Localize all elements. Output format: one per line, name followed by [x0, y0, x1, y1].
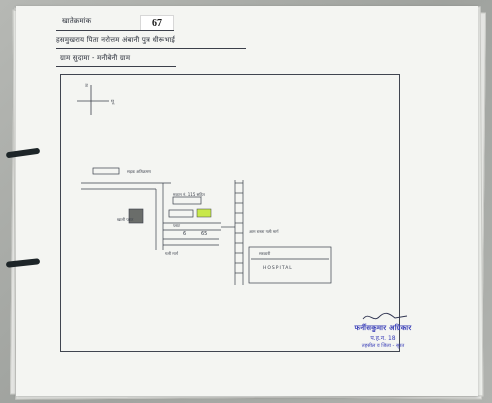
vacant-label: खाली प्लाट	[117, 217, 134, 222]
plot-cluster	[163, 196, 221, 246]
house-label: मकान नं. 115 सहित	[173, 192, 206, 197]
main-road	[221, 180, 244, 285]
plot-number-6: 6	[183, 231, 186, 237]
top-road-label: सड़क अतिक्रमण	[127, 169, 151, 174]
lane-label: गली मार्ग	[165, 251, 179, 256]
compass-east-label: पू	[111, 99, 115, 105]
plot-number-65: 65	[201, 231, 207, 237]
header-line-2: हसमुखराय पिता नरोत्तम अंबानी पुत्र धीरूभ…	[56, 36, 176, 44]
stamp-designation: प.ह.न. 18	[370, 335, 396, 342]
highlighted-plot	[196, 208, 212, 218]
official-stamp: फर्नीसकुमार अग्रिकार प.ह.न. 18 तहसील व ज…	[327, 324, 439, 349]
header-underline	[56, 48, 246, 49]
hospital-building	[248, 246, 332, 284]
signature-mark	[362, 312, 408, 320]
site-map-frame: उ पू सड़क अतिक्रमण	[60, 74, 400, 352]
hospital-label: HOSPITAL	[263, 265, 293, 271]
header-underline	[56, 30, 174, 31]
vacant-plot-box	[128, 208, 144, 224]
compass-north-label: उ	[85, 83, 88, 89]
plot-label: प्लाट	[173, 223, 181, 228]
header-line-1: खातेक्रमांक	[62, 17, 92, 25]
site-map-drawing: उ पू सड़क अतिक्रमण	[77, 83, 332, 285]
document-page: खातेक्रमांक 67 हसमुखराय पिता नरोत्तम अंब…	[16, 6, 478, 396]
stamp-office: तहसील व जिला - सूरत	[361, 343, 405, 349]
compass-icon	[77, 85, 109, 115]
stamp-name: फर्नीसकुमार अग्रिकार	[354, 324, 412, 332]
vertical-lane	[155, 183, 164, 250]
header-underline	[56, 66, 176, 67]
hospital-top-label: सरकारी	[259, 251, 271, 256]
header-line-3: ग्राम सुदामा - मनीबेनी ग्राम	[60, 54, 131, 62]
plot-number: 67	[140, 15, 174, 31]
top-road	[81, 167, 171, 190]
main-road-label: आम रास्ता गली मार्ग	[249, 229, 280, 234]
